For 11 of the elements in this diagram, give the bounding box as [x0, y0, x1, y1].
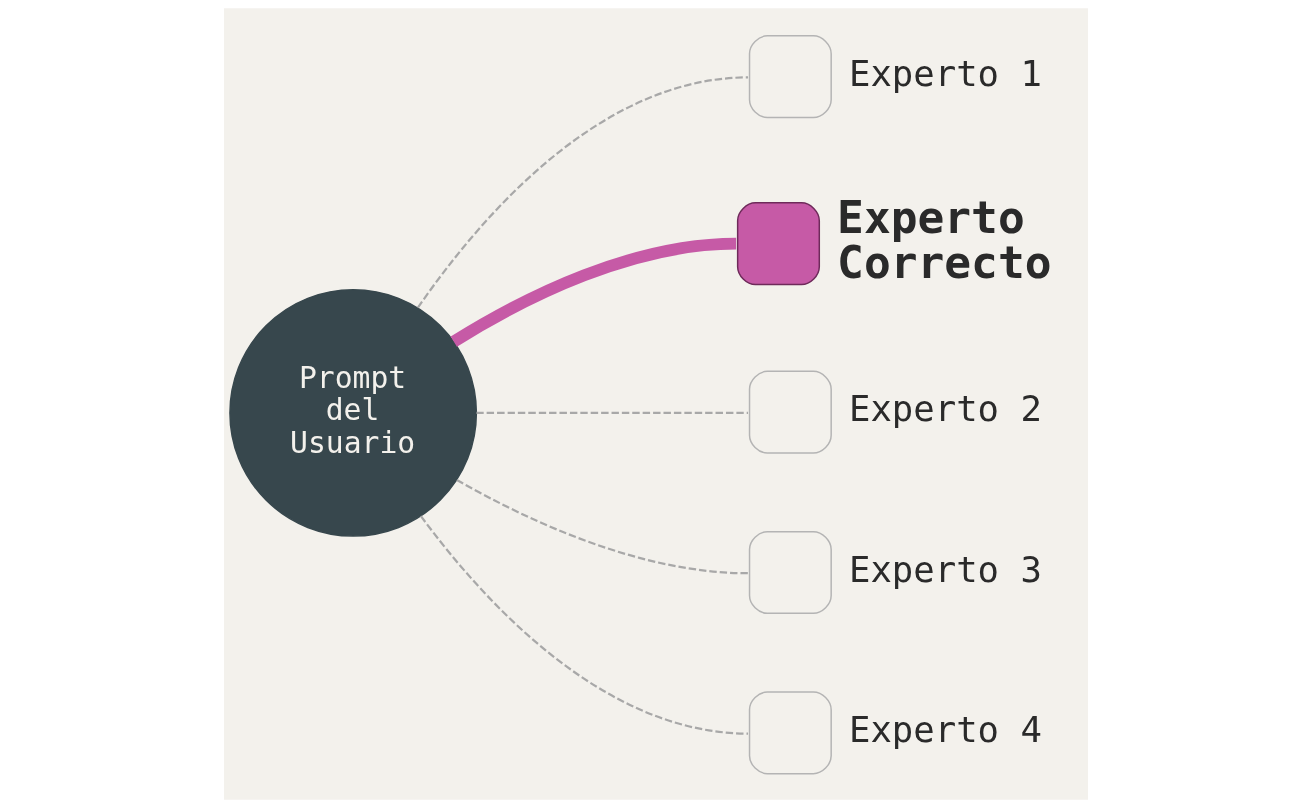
connector — [416, 76, 748, 309]
node-label: Experto 3 — [848, 548, 1042, 590]
node-circle: Prompt del Usuario — [228, 288, 477, 537]
node-label: Experto Correcto — [836, 192, 1052, 289]
node-label: Experto 2 — [848, 388, 1042, 430]
node-label: Experto 4 — [848, 709, 1042, 751]
connector — [455, 479, 748, 575]
connector — [476, 411, 748, 415]
node-label: Experto 1 — [848, 52, 1042, 94]
connector — [419, 515, 748, 735]
connector — [450, 237, 736, 347]
